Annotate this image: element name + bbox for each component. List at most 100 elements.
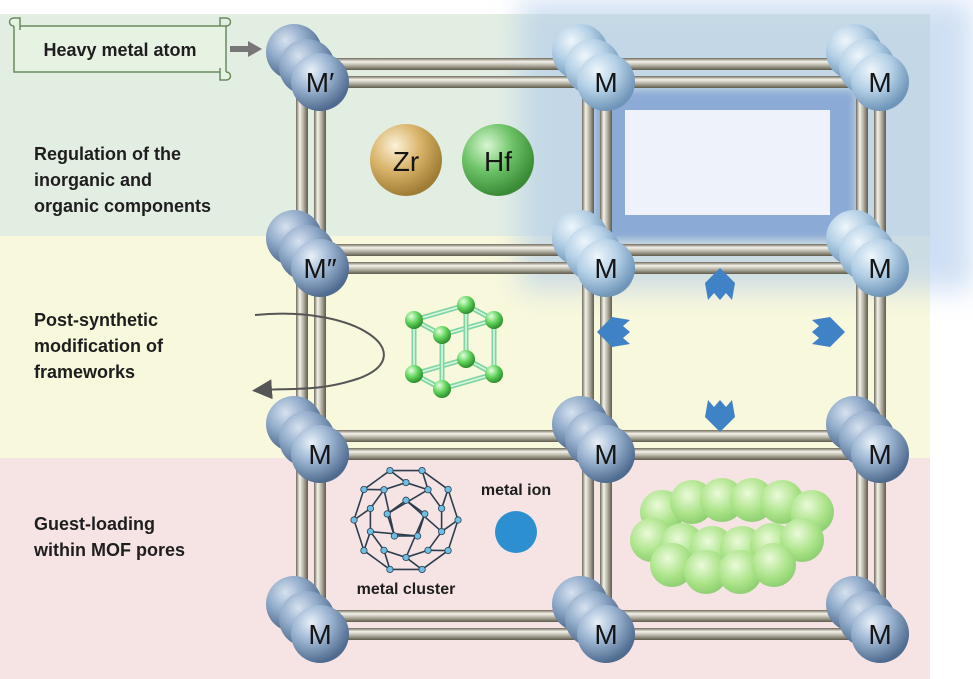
cluster-bond — [383, 481, 407, 491]
node-label: M — [868, 619, 891, 650]
node-label: M — [868, 253, 891, 284]
cage-vertex — [433, 326, 451, 344]
node-1-1: M — [577, 239, 635, 297]
metal-ion-icon — [495, 511, 537, 553]
rod-vertical — [600, 82, 612, 634]
node-1-2: M — [851, 239, 909, 297]
cage-vertex — [433, 380, 451, 398]
cluster-bond — [369, 531, 385, 551]
hf-label: Hf — [484, 146, 512, 177]
node-3-2: M — [851, 605, 909, 663]
cluster-bond — [427, 489, 443, 509]
guest-molecule-icon — [630, 478, 834, 594]
node-label: M — [868, 439, 891, 470]
cluster-atom — [402, 478, 410, 487]
cluster-atom — [386, 565, 394, 574]
banner-text: Heavy metal atom — [43, 40, 196, 60]
metal-cluster-label: metal cluster — [357, 581, 456, 598]
post-synthetic-description: Post-synthetic modification of frameworks — [34, 310, 164, 382]
cluster-atom — [350, 516, 358, 524]
zr-sphere: Zr — [370, 124, 442, 196]
cluster-bond — [405, 549, 429, 559]
binding-site-right-icon — [812, 317, 845, 347]
cluster-bond — [427, 531, 443, 551]
cage-edge-shine — [413, 304, 467, 321]
guest-atom — [718, 550, 762, 594]
cluster-bond — [353, 489, 365, 521]
cluster-bond — [447, 519, 459, 551]
cage-edge-shine — [441, 373, 495, 390]
hf-sphere: Hf — [462, 124, 534, 196]
cluster-atom — [360, 485, 368, 494]
guest-atom — [650, 543, 694, 587]
node-label: M — [868, 67, 891, 98]
node-0-1: M — [577, 53, 635, 111]
cluster-bond — [363, 549, 391, 571]
node-label: M — [308, 439, 331, 470]
cluster-atom — [414, 532, 422, 540]
guest-atom — [780, 518, 824, 562]
cluster-atom — [444, 485, 452, 494]
cluster-atom — [402, 496, 410, 504]
cage-vertex — [405, 365, 423, 383]
cluster-atom — [380, 486, 388, 494]
node-0-0: M′ — [291, 53, 349, 111]
cluster-atom — [424, 546, 432, 554]
description-line: frameworks — [34, 362, 135, 382]
node-2-0: M — [291, 425, 349, 483]
cluster-atom — [438, 504, 446, 513]
cluster-bond — [405, 481, 429, 491]
rod-vertical — [314, 82, 326, 634]
binding-site-top-icon — [705, 268, 735, 300]
node-3-1: M — [577, 605, 635, 663]
banner-arrow-icon — [230, 41, 262, 57]
rod-vertical — [874, 82, 886, 634]
cluster-atom — [454, 516, 462, 524]
framework-rods — [296, 58, 886, 640]
cluster-bond — [353, 519, 365, 551]
node-label: M — [308, 619, 331, 650]
binding-site-left-icon — [597, 317, 630, 347]
cluster-atom — [390, 532, 398, 540]
rod-vertical — [582, 64, 594, 616]
cluster-atom — [424, 486, 432, 494]
cluster-bond — [383, 549, 407, 559]
cluster-bond — [447, 489, 459, 521]
cluster-atom — [366, 527, 374, 536]
cage-vertex — [485, 311, 503, 329]
description-line: within MOF pores — [33, 540, 185, 560]
rod-vertical — [296, 64, 308, 616]
cluster-atom — [418, 565, 426, 574]
node-label: M — [594, 619, 617, 650]
guest-loading-description: Guest-loading within MOF pores — [33, 514, 185, 560]
binding-site-bottom-icon — [705, 400, 735, 432]
cage-vertex — [457, 350, 475, 368]
rod-vertical — [856, 64, 868, 616]
cluster-atom — [380, 546, 388, 554]
cluster-atom — [418, 466, 426, 475]
node-label: M — [594, 253, 617, 284]
description-line: modification of — [34, 336, 164, 356]
description-line: inorganic and — [34, 170, 152, 190]
cluster-bond — [421, 469, 449, 491]
node-label: M″ — [303, 253, 336, 284]
curved-arrow-icon — [252, 312, 385, 400]
cluster-atom — [360, 546, 368, 555]
cubic-cage-icon — [405, 296, 503, 398]
node-label: M′ — [306, 67, 335, 98]
metal-cluster-icon — [350, 466, 462, 574]
metal-ion-label: metal ion — [481, 482, 551, 499]
node-0-2: M — [851, 53, 909, 111]
guest-atom — [752, 543, 796, 587]
node-3-0: M — [291, 605, 349, 663]
description-line: Guest-loading — [34, 514, 155, 534]
cage-vertex — [405, 311, 423, 329]
node-2-1: M — [577, 425, 635, 483]
description-line: Post-synthetic — [34, 310, 158, 330]
cluster-atom — [438, 527, 446, 536]
guest-atom — [684, 550, 728, 594]
cluster-bond — [369, 489, 385, 509]
cluster-bond — [363, 469, 391, 491]
